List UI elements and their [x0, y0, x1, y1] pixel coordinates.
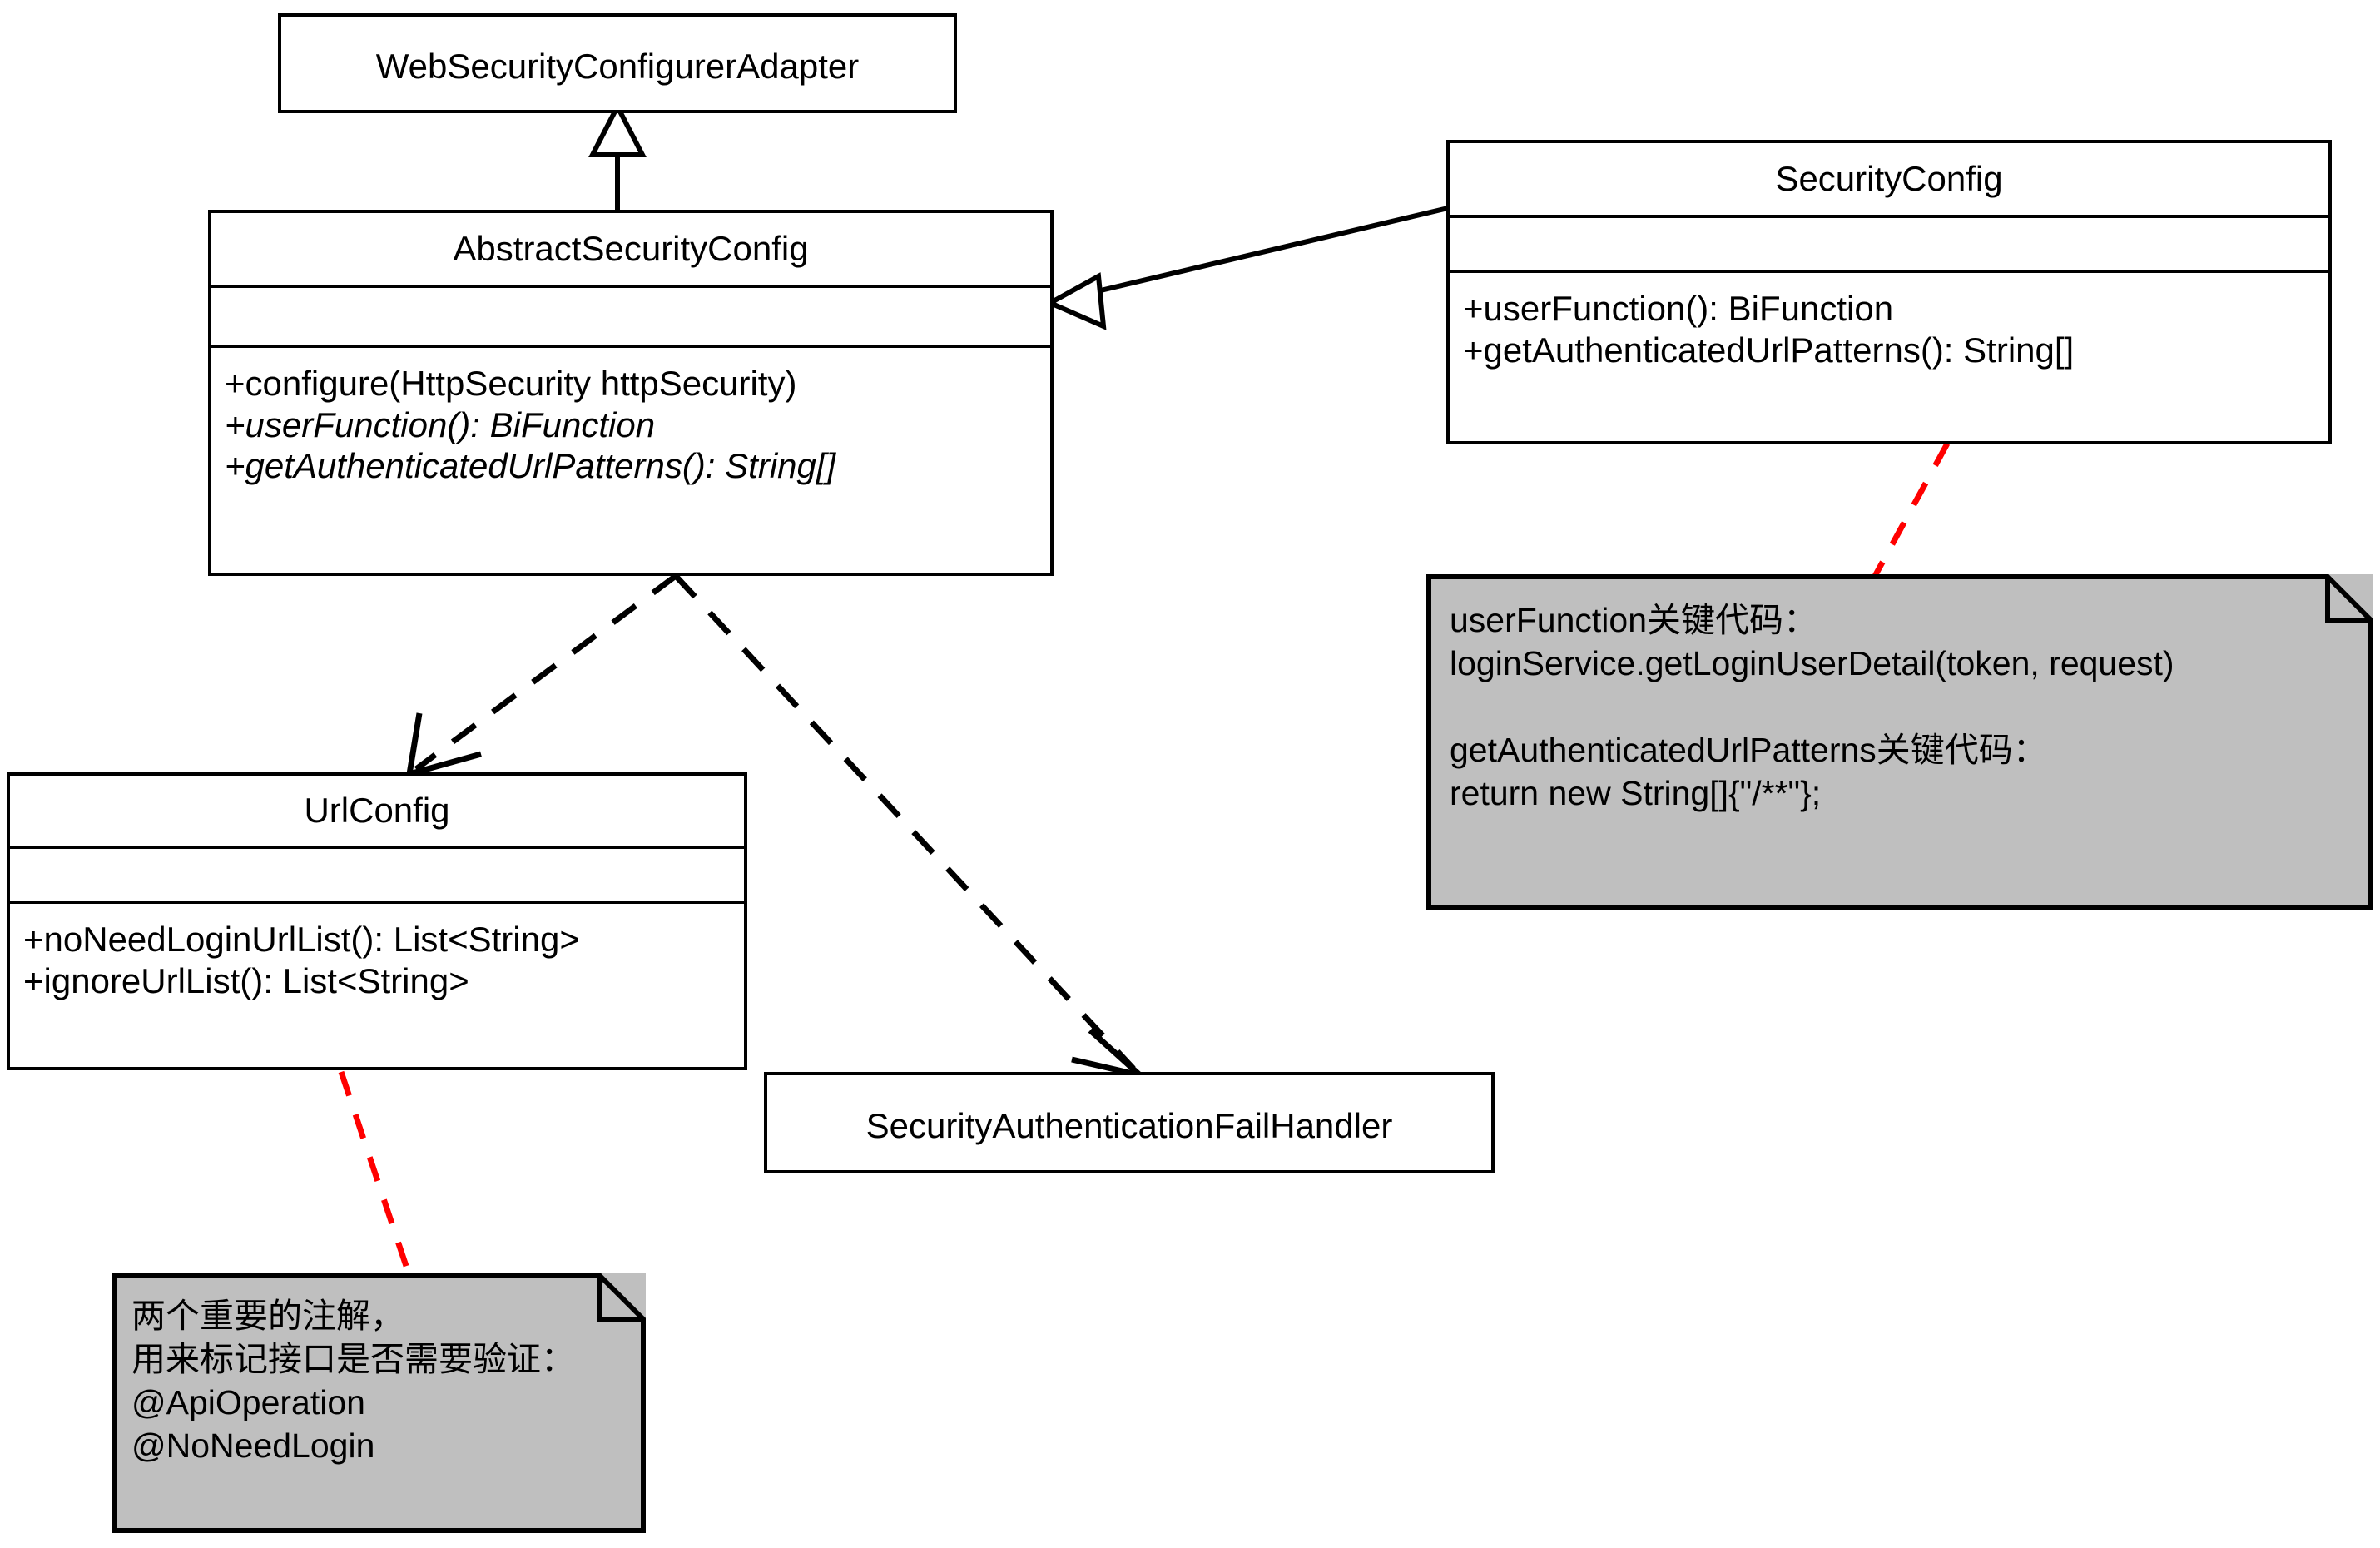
operation-no-need-login-url-list: +noNeedLoginUrlList(): List<String>: [23, 920, 580, 959]
class-title-security-config: SecurityConfig: [1775, 159, 2003, 198]
operation-configure: +configure(HttpSecurity httpSecurity): [225, 364, 797, 403]
class-box-url-config[interactable]: UrlConfig +noNeedLoginUrlList(): List<St…: [7, 772, 747, 1070]
note-line-3: @ApiOperation: [131, 1383, 365, 1421]
note-line-2: 用来标记接口是否需要验证：: [131, 1340, 575, 1378]
class-divider-attributes: [211, 285, 1050, 288]
class-divider-attributes: [1450, 215, 2328, 218]
note-security-config[interactable]: userFunction关键代码： loginService.getLoginU…: [1426, 574, 2373, 910]
note-line-4: getAuthenticatedUrlPatterns关键代码：: [1450, 731, 2047, 769]
note-line-1: 两个重要的注解，: [131, 1297, 404, 1335]
note-link-security-config: [1871, 442, 1951, 579]
dependency-abstract-to-urlconfig: [405, 573, 678, 778]
note-line-5: return new String[]{"/**"};: [1450, 774, 1822, 812]
class-box-abstract-security-config[interactable]: AbstractSecurityConfig +configure(HttpSe…: [208, 210, 1054, 576]
class-attributes-security-config: [1450, 218, 2328, 270]
class-operations-url-config: +noNeedLoginUrlList(): List<String> +ign…: [10, 904, 744, 1067]
operation-user-function: +userFunction(): BiFunction: [1463, 289, 1894, 328]
class-box-web-security-configurer-adapter[interactable]: WebSecurityConfigurerAdapter: [278, 13, 957, 113]
note-shape: [112, 1273, 646, 1533]
class-divider-operations: [1450, 270, 2328, 273]
operation-get-authenticated-url-patterns: +getAuthenticatedUrlPatterns(): String[]: [225, 446, 836, 486]
class-title-abstract-security-config: AbstractSecurityConfig: [453, 229, 809, 268]
class-attributes-abstract-security-config: [211, 288, 1050, 345]
class-title-security-authentication-fail-handler: SecurityAuthenticationFailHandler: [865, 1106, 1393, 1145]
operation-ignore-url-list: +ignoreUrlList(): List<String>: [23, 960, 469, 1000]
class-title-url-config: UrlConfig: [304, 791, 450, 830]
operation-user-function: +userFunction(): BiFunction: [225, 404, 656, 444]
class-box-security-config[interactable]: SecurityConfig +userFunction(): BiFuncti…: [1446, 140, 2332, 444]
class-attributes-url-config: [10, 849, 744, 901]
generalization-securityconfig-to-abstract: [1044, 206, 1449, 330]
note-link-url-config: [338, 1070, 413, 1278]
class-divider-operations: [211, 345, 1050, 348]
note-line-4: @NoNeedLogin: [131, 1426, 375, 1465]
note-url-config[interactable]: 两个重要的注解， 用来标记接口是否需要验证： @ApiOperation @No…: [112, 1273, 646, 1533]
note-line-1: userFunction关键代码：: [1450, 601, 1818, 639]
class-operations-abstract-security-config: +configure(HttpSecurity httpSecurity) +u…: [211, 348, 1050, 573]
class-title-web-security-configurer-adapter: WebSecurityConfigurerAdapter: [375, 47, 860, 86]
class-divider-operations: [10, 901, 744, 904]
class-divider-attributes: [10, 846, 744, 849]
class-box-security-authentication-fail-handler[interactable]: SecurityAuthenticationFailHandler: [764, 1072, 1495, 1173]
class-operations-security-config: +userFunction(): BiFunction +getAuthenti…: [1450, 273, 2328, 441]
operation-get-authenticated-url-patterns: +getAuthenticatedUrlPatterns(): String[]: [1463, 330, 2075, 370]
note-line-2: loginService.getLoginUserDetail(token, r…: [1450, 644, 2174, 682]
note-shape: [1426, 574, 2373, 910]
